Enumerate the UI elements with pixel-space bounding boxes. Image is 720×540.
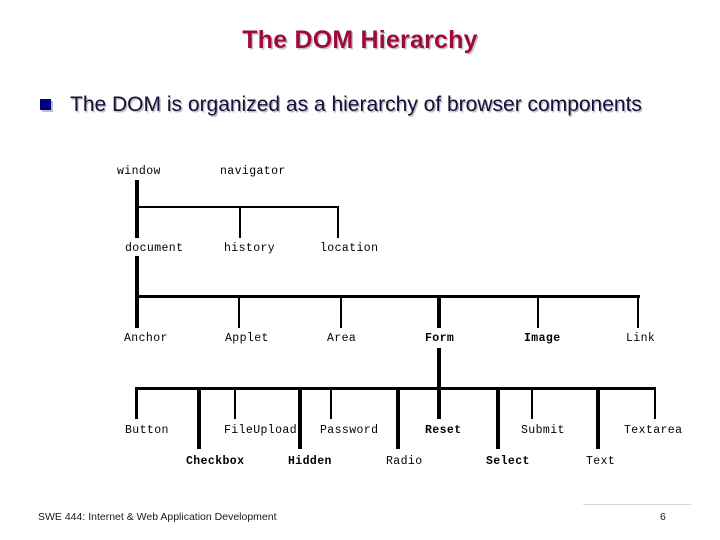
- tree-node-radio: Radio: [386, 455, 423, 468]
- bullet-item: The DOM is organized as a hierarchy of b…: [40, 90, 690, 119]
- footer-page-number: 6: [660, 511, 666, 523]
- tree-node-textarea: Textarea: [624, 424, 683, 437]
- tree-node-button: Button: [125, 424, 169, 437]
- tree-node-applet: Applet: [225, 332, 269, 345]
- tree-node-area: Area: [327, 332, 357, 345]
- bullet-item-text: The DOM is organized as a hierarchy of b…: [70, 93, 642, 116]
- tree-node-anchor: Anchor: [124, 332, 168, 345]
- connector-level3-bar: [135, 295, 640, 298]
- connector-drop-area: [340, 295, 342, 328]
- tree-node-text: Text: [586, 455, 616, 468]
- connector-drop-checkbox: [197, 387, 201, 449]
- connector-drop-password: [330, 387, 332, 419]
- tree-node-select: Select: [486, 455, 530, 468]
- tree-node-submit: Submit: [521, 424, 565, 437]
- tree-node-hidden: Hidden: [288, 455, 332, 468]
- connector-drop-reset: [437, 387, 441, 419]
- connector-document-stem: [135, 256, 139, 298]
- tree-node-location: location: [320, 242, 379, 255]
- footer-course-label: SWE 444: Internet & Web Application Deve…: [38, 511, 277, 523]
- tree-node-navigator: navigator: [220, 165, 286, 178]
- tree-node-link: Link: [626, 332, 656, 345]
- connector-level4-bar: [135, 387, 656, 390]
- connector-drop-anchor: [135, 295, 139, 328]
- connector-drop-radio: [396, 387, 400, 449]
- connector-drop-history: [239, 206, 241, 238]
- connector-drop-fileupload: [234, 387, 236, 419]
- connector-window-stem: [135, 180, 139, 208]
- connector-drop-submit: [531, 387, 533, 419]
- tree-node-history: history: [224, 242, 276, 255]
- tree-node-document: document: [125, 242, 184, 255]
- tree-node-fileupload: FileUpload: [224, 424, 298, 437]
- connector-drop-location: [337, 206, 339, 238]
- connector-drop-textarea: [654, 387, 656, 419]
- square-bullet-icon: [40, 99, 51, 110]
- tree-node-window: window: [117, 165, 161, 178]
- connector-level2-bar: [135, 206, 339, 208]
- connector-drop-applet: [238, 295, 240, 328]
- connector-form-stem: [437, 348, 441, 390]
- tree-node-password: Password: [320, 424, 379, 437]
- connector-drop-button: [135, 387, 138, 419]
- connector-drop-hidden: [298, 387, 302, 449]
- connector-drop-link: [637, 295, 639, 328]
- tree-node-checkbox: Checkbox: [186, 455, 245, 468]
- connector-drop-document: [135, 206, 139, 238]
- connector-drop-select: [496, 387, 500, 449]
- footer-divider: [583, 504, 691, 505]
- connector-drop-image: [537, 295, 539, 328]
- tree-node-image: Image: [524, 332, 561, 345]
- tree-node-reset: Reset: [425, 424, 462, 437]
- tree-node-form: Form: [425, 332, 455, 345]
- page-title: The DOM Hierarchy: [242, 26, 478, 54]
- connector-drop-form: [437, 295, 441, 328]
- connector-drop-text: [596, 387, 600, 449]
